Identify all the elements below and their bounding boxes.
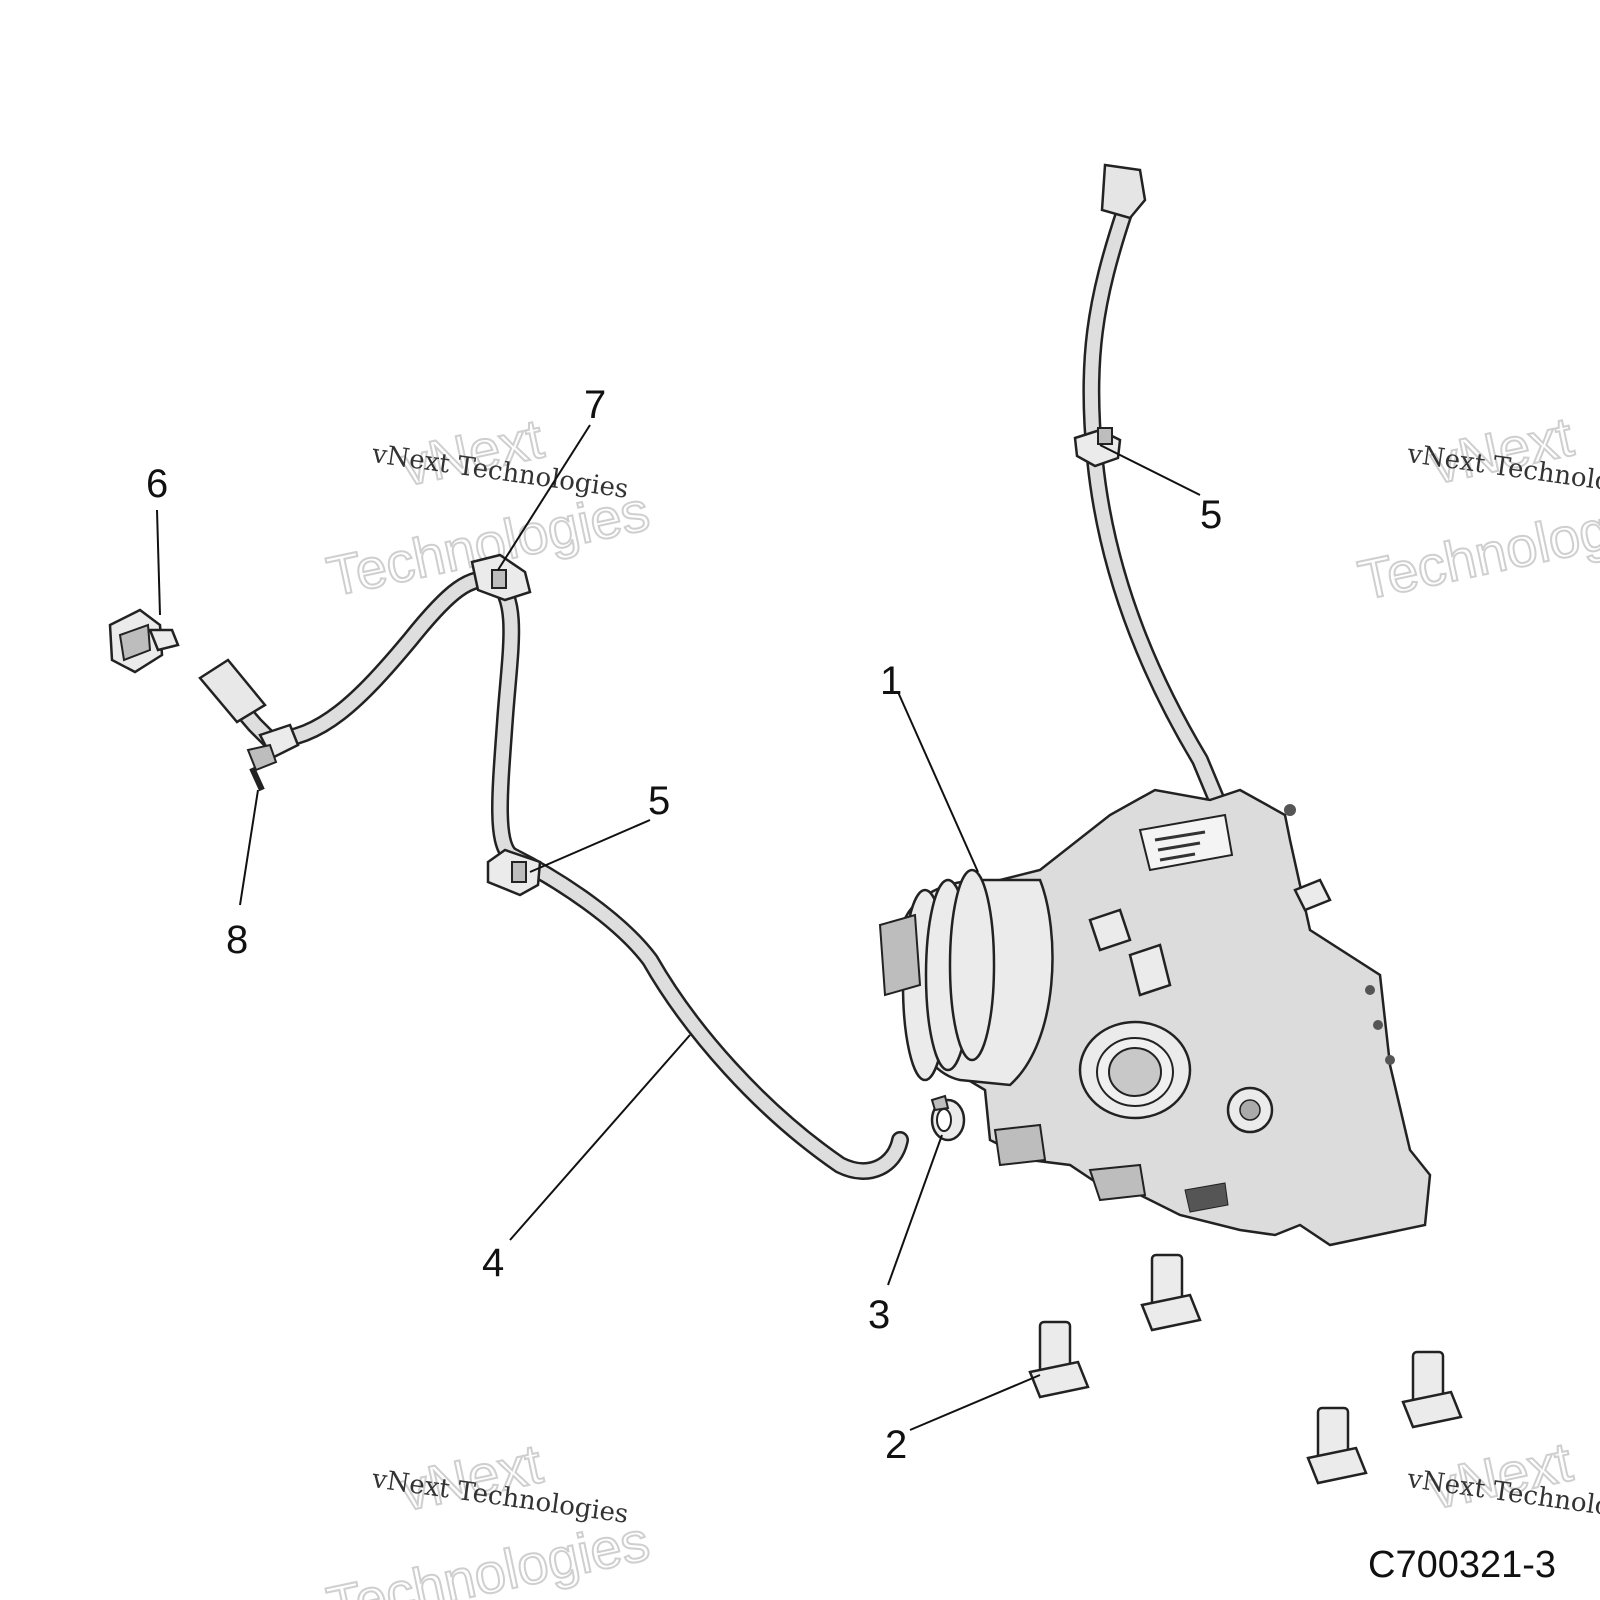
hose-end [198,658,267,724]
watermark-top-right: vNext Technologies vNext Technologies [1352,403,1600,612]
callout-2: 2 [885,1423,907,1467]
drawing-id: C700321-3 [1368,1544,1556,1586]
leader-lines [156,424,1201,1431]
clip-7 [470,553,532,602]
breather-fitting-6 [108,608,180,674]
callout-6: 6 [146,462,168,506]
watermark-bottom-right: vNext vNext Technologies [1405,1428,1600,1529]
callout-7: 7 [584,383,606,427]
bolt-2-d [1306,1406,1368,1485]
callout-1: 1 [880,659,902,703]
callout-5-right: 5 [1200,493,1222,537]
callout-3: 3 [868,1293,890,1337]
bolt-2-b [1028,1320,1090,1399]
callout-4: 4 [482,1241,504,1285]
callout-8: 8 [226,918,248,962]
bolt-2-a [1140,1253,1202,1332]
hose-clamp-3 [930,1094,966,1142]
watermark-big-bottom: Technologies [1353,482,1600,612]
vent-cap [1100,163,1147,220]
callout-5-left: 5 [648,779,670,823]
front-gearcase-1 [878,788,1432,1247]
clip-5-right [1073,427,1122,468]
watermark-bottom-left: vNext Technologies vNext Technologies [321,1431,656,1600]
vent-hose-4 [198,570,909,1180]
clip-5-left [486,848,542,897]
bolt-2-c [1401,1350,1463,1429]
fastener-8 [246,723,300,792]
